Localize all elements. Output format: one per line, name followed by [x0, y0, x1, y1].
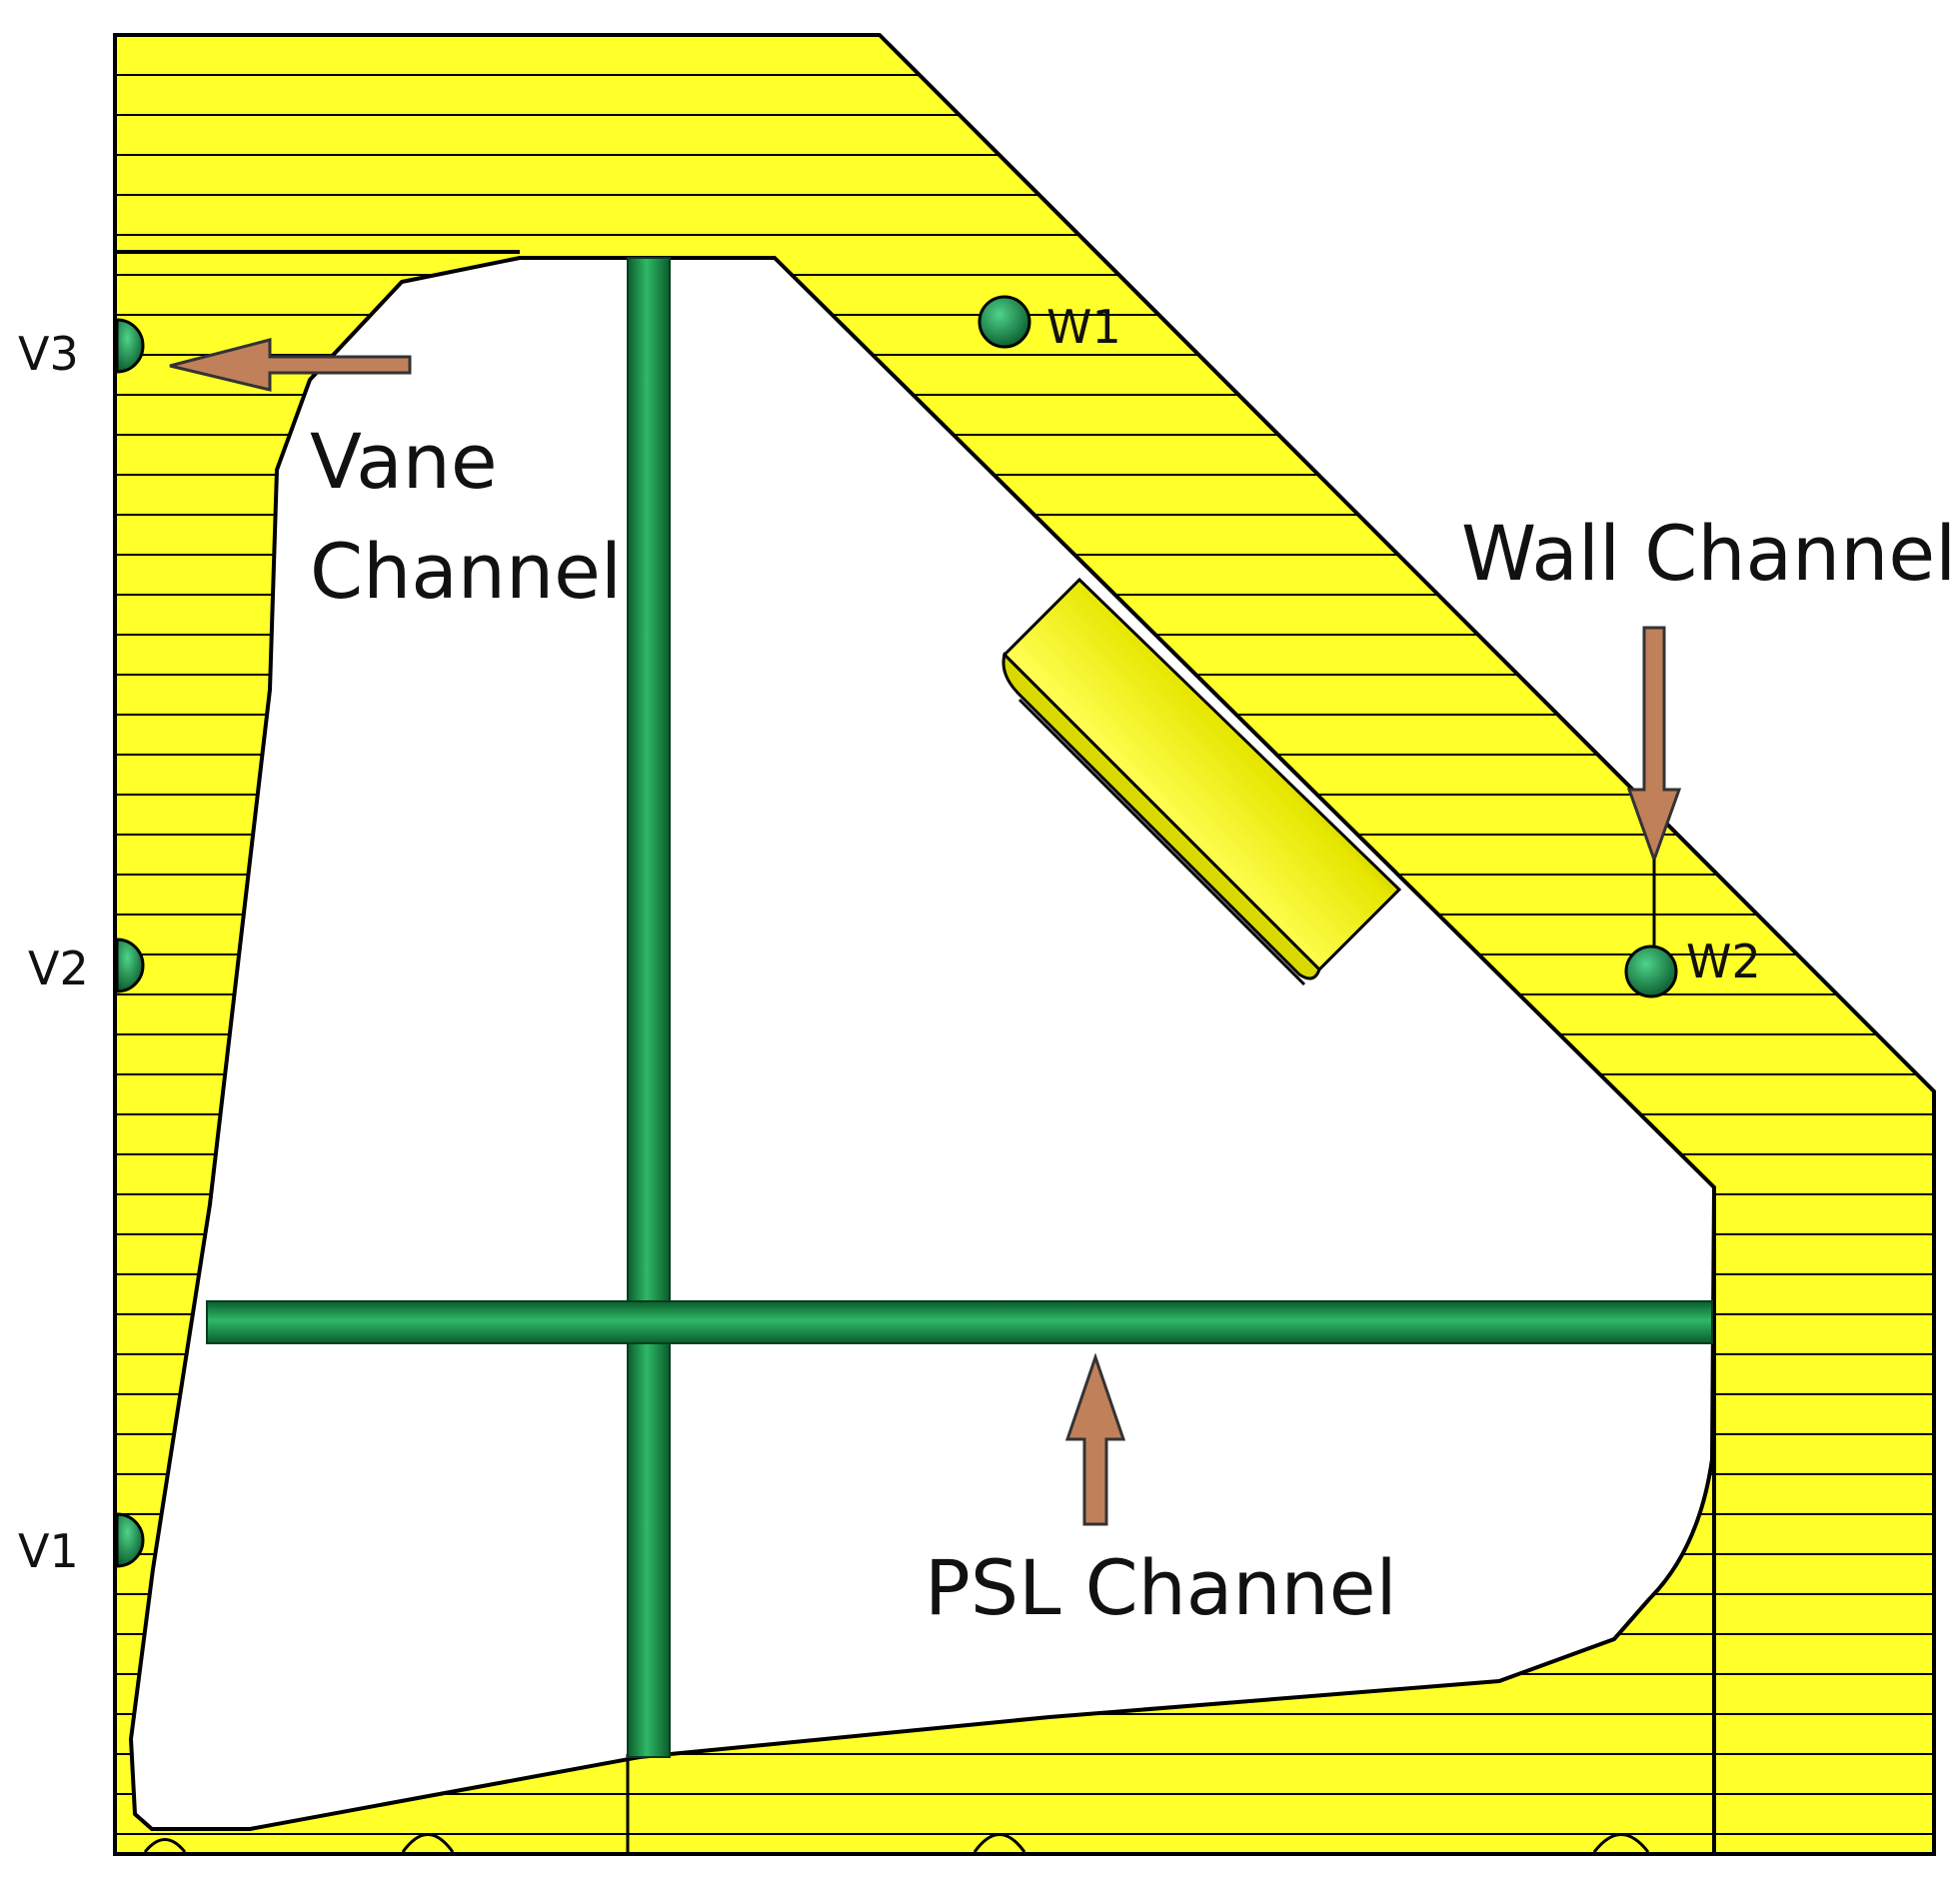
label-vane-line1: Vane [310, 417, 498, 506]
cylinder-probe [1001, 577, 1402, 986]
left-sensors [115, 318, 145, 1568]
sensor-w2-icon [1624, 944, 1678, 998]
sensor-v3-icon [115, 318, 145, 374]
sensor-v2-icon [115, 938, 145, 993]
psl-channel-bar [206, 1300, 1713, 1344]
label-v1: V1 [18, 1524, 79, 1578]
bump [1592, 1833, 1650, 1853]
bump [401, 1833, 455, 1853]
label-v2: V2 [28, 942, 89, 995]
label-w2: W2 [1686, 935, 1761, 988]
arrow-icon [169, 338, 412, 392]
label-v3: V3 [18, 327, 79, 381]
interior-cavity [128, 256, 1717, 1831]
vertical-channel-bar [627, 257, 671, 1758]
label-w1: W1 [1046, 300, 1121, 354]
sensor-w1-icon [978, 295, 1031, 349]
arrows [169, 338, 1682, 1526]
arrow-icon [1064, 1352, 1126, 1526]
label-wall-channel: Wall Channel [1461, 509, 1956, 598]
bump [973, 1833, 1026, 1853]
bump [143, 1838, 187, 1853]
bottom-bumps [143, 1833, 1650, 1853]
sensor-v1-icon [115, 1512, 145, 1568]
label-vane-line2: Channel [310, 527, 622, 616]
arrow-icon [1626, 626, 1682, 865]
label-psl-channel: PSL Channel [925, 1543, 1397, 1632]
